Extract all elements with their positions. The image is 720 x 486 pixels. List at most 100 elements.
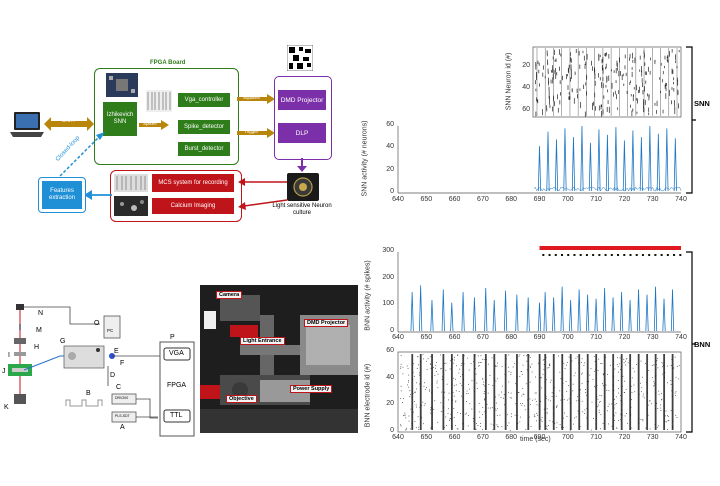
snn-spike-mark	[567, 73, 568, 77]
bnn-spike-mark	[413, 391, 415, 393]
bnn-spike-mark	[434, 375, 436, 376]
label-n: N	[38, 310, 44, 317]
bnn-spike-mark	[525, 355, 527, 357]
bnn-spike-mark	[522, 393, 524, 395]
snn-spike-mark	[569, 59, 571, 63]
bnn-spike-mark	[643, 397, 645, 399]
bnn-spike-mark	[461, 384, 463, 386]
bnn-bracket	[686, 251, 696, 433]
snn-activity-xtick: 720	[618, 196, 631, 203]
snn-spike-mark	[601, 82, 602, 88]
bnn-spike-mark	[674, 356, 676, 358]
snn-spike-mark	[630, 94, 632, 97]
stimulus-dot	[548, 254, 551, 256]
bnn-spike-mark	[608, 423, 609, 425]
pls-label: PLS-SDT	[115, 414, 130, 418]
snn-spike-mark	[584, 111, 586, 118]
snn-activity-xtick: 640	[392, 196, 404, 203]
bnn-activity-peak	[670, 289, 675, 332]
bnn-spike-mark	[455, 400, 457, 402]
bnn-spike-mark	[666, 365, 668, 367]
bnn-spike-mark	[642, 395, 644, 397]
bnn-raster-xtick: 680	[505, 434, 518, 441]
snn-spike-mark	[616, 62, 618, 68]
bnn-spike-mark	[429, 363, 431, 365]
bnn-spike-mark	[625, 360, 626, 362]
snn-spike-mark	[570, 64, 572, 71]
bnn-spike-mark	[613, 415, 615, 417]
snn-spike-mark	[673, 81, 674, 85]
bnn-spike-mark	[458, 372, 460, 374]
snn-spike-mark	[665, 82, 667, 87]
drv-label: DRV200	[115, 396, 129, 400]
bnn-spike-mark	[427, 358, 429, 360]
bnn-spike-mark	[624, 380, 625, 382]
bnn-spike-mark	[418, 429, 420, 430]
bnn-spike-mark	[661, 361, 663, 363]
bnn-spike-mark	[481, 358, 483, 360]
bnn-spike-mark	[406, 365, 408, 367]
bnn-spike-mark	[556, 405, 557, 407]
snn-spike-mark	[672, 69, 674, 74]
bnn-activity-peak	[619, 291, 624, 332]
bnn-spike-mark	[453, 377, 454, 379]
snn-activity-xtick: 730	[646, 196, 659, 203]
bnn-spike-mark	[597, 370, 599, 372]
bnn-burst-mark	[473, 354, 476, 430]
vga-controller-box: Vga_controller	[178, 93, 230, 107]
snn-bracket-label: SNN	[694, 99, 710, 108]
bnn-spike-mark	[426, 360, 428, 362]
bnn-spike-mark	[614, 420, 615, 421]
snn-spike-mark	[606, 107, 608, 112]
snn-spike-mark	[592, 102, 593, 106]
snn-spike-mark	[645, 80, 647, 84]
bnn-spike-mark	[526, 369, 528, 371]
bnn-spike-mark	[466, 390, 468, 392]
bnn-spike-mark	[550, 379, 552, 381]
bnn-spike-mark	[429, 363, 431, 365]
bnn-activity-peak	[560, 286, 564, 332]
bnn-spike-mark	[599, 401, 600, 403]
bnn-activity-peak	[503, 290, 508, 332]
bnn-spike-mark	[409, 396, 411, 397]
bnn-spike-mark	[461, 363, 463, 364]
snn-spike-mark	[554, 49, 555, 56]
bnn-spike-mark	[523, 355, 525, 356]
snn-spike-mark	[629, 82, 631, 86]
snn-spike-mark	[647, 93, 649, 97]
bnn-spike-mark	[400, 424, 401, 426]
burst-detector-box: Burst_detector	[178, 142, 230, 156]
bnn-spike-mark	[626, 358, 627, 360]
bnn-spike-mark	[469, 388, 470, 390]
snn-activity-xtick: 650	[420, 196, 433, 203]
snn-spike-mark	[632, 95, 634, 102]
bnn-burst-mark	[552, 354, 555, 430]
bnn-spike-mark	[454, 356, 455, 358]
vga-label: VGA	[169, 350, 184, 357]
optical-path-drawing	[8, 304, 195, 437]
bnn-activity-xtick: 730	[646, 334, 659, 341]
snn-spike-mark	[548, 95, 550, 99]
snn-spike-mark	[606, 77, 608, 82]
bnn-spike-mark	[602, 385, 604, 387]
snn-spike-mark	[605, 53, 607, 57]
bnn-spike-mark	[632, 367, 634, 369]
label-i: I	[8, 352, 10, 359]
bnn-raster-ytick: 60	[386, 347, 394, 354]
snn-spike-mark	[639, 69, 641, 72]
bnn-burst-mark	[504, 354, 507, 430]
snn-raster-ytick: 20	[522, 62, 530, 69]
bnn-spike-mark	[597, 398, 599, 400]
snn-spike-mark	[550, 79, 552, 84]
snn-spike-mark	[568, 64, 570, 69]
bnn-spike-mark	[602, 383, 603, 385]
bnn-spike-mark	[636, 363, 637, 365]
bnn-spike-mark	[480, 425, 481, 427]
bnn-spike-mark	[487, 392, 489, 394]
bnn-spike-mark	[643, 393, 645, 395]
bnn-spike-mark	[521, 395, 523, 397]
bnn-spike-mark	[670, 364, 672, 366]
snn-spike-mark	[617, 67, 618, 71]
bnn-spike-mark	[512, 366, 514, 368]
snn-spike-mark	[611, 82, 613, 89]
